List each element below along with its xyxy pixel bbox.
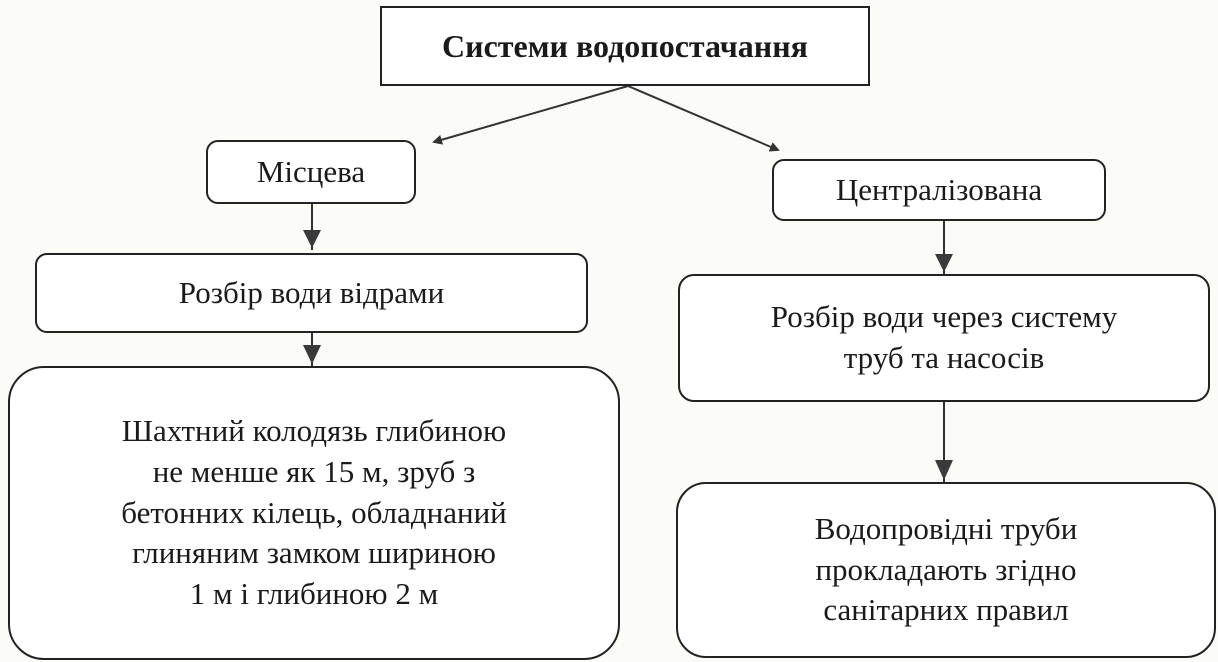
local-step2-text: Шахтний колодязь глибиною не менше як 15…	[121, 412, 507, 612]
local-system-box: Місцева	[206, 140, 416, 204]
local-step1-box: Розбір води відрами	[35, 253, 588, 333]
local-step2-box: Шахтний колодязь глибиною не менше як 15…	[8, 366, 620, 660]
arrow-title-to-central	[627, 85, 780, 152]
central-step2-box: Водопровідні труби прокладають згідно са…	[676, 482, 1216, 658]
central-system-label: Централізована	[835, 171, 1043, 207]
central-step1-text: Розбір води через систему труб та насосі…	[770, 299, 1118, 375]
arrowhead-local-to-buckets	[303, 230, 321, 248]
local-system-label: Місцева	[256, 153, 366, 189]
diagram-title-box: Системи водопостачання	[380, 6, 870, 86]
local-step1-text: Розбір води відрами	[178, 274, 445, 310]
arrowhead-buckets-to-well	[303, 345, 321, 364]
arrowhead-pipes-to-rules	[935, 460, 953, 480]
diagram-title: Системи водопостачання	[442, 27, 808, 64]
arrow-title-to-local	[432, 85, 629, 145]
central-system-box: Централізована	[772, 159, 1106, 221]
central-step2-text: Водопровідні труби прокладають згідно са…	[814, 510, 1078, 628]
central-step1-box: Розбір води через систему труб та насосі…	[678, 274, 1210, 402]
arrowhead-central-to-pipes	[935, 254, 953, 272]
